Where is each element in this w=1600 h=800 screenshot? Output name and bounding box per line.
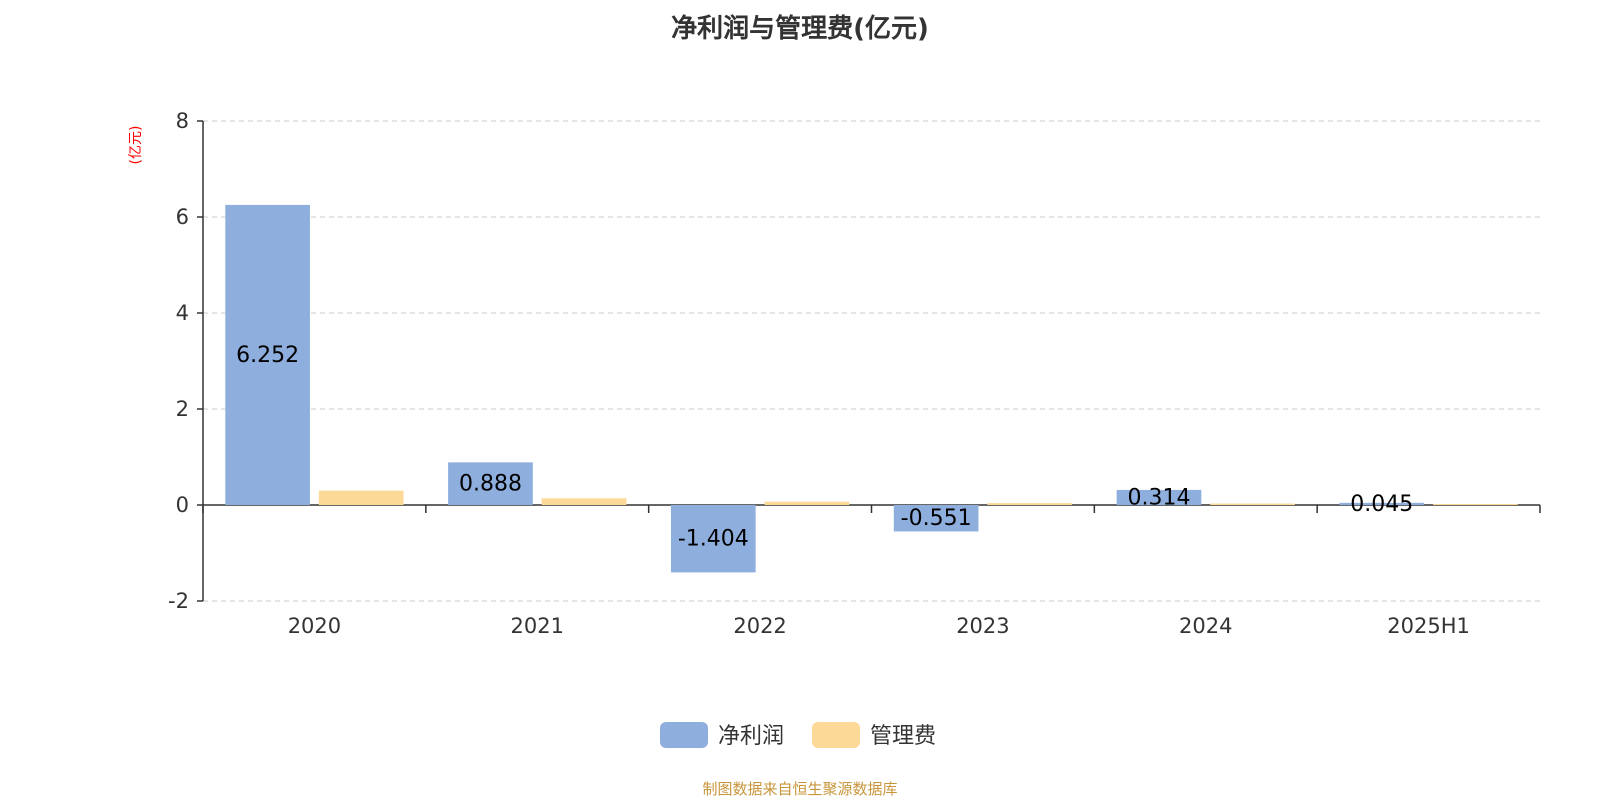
- x-tick-label: 2023: [956, 614, 1009, 638]
- y-axis-label: (亿元): [128, 126, 144, 165]
- net-profit-bar: [1116, 489, 1202, 505]
- net-profit-bar: [448, 462, 533, 505]
- y-tick-label: 8: [176, 109, 189, 133]
- net-profit-data-label: 0.314: [1127, 485, 1190, 510]
- chart-title: 净利润与管理费(亿元): [671, 14, 929, 44]
- x-tick-label: 2020: [288, 614, 341, 638]
- mgmt-fee-bar: [987, 503, 1073, 505]
- net-profit-data-label: 6.252: [236, 343, 299, 368]
- net-profit-bar: [1339, 502, 1425, 505]
- mgmt-fee-legend-swatch: [812, 722, 860, 748]
- x-tick-label: 2022: [733, 614, 786, 638]
- net-profit-legend-swatch: [660, 722, 708, 748]
- mgmt-fee-bar: [1433, 504, 1518, 506]
- x-tick-label: 2025H1: [1387, 614, 1470, 638]
- y-tick-label: 4: [176, 301, 189, 325]
- x-tick-label: 2024: [1179, 614, 1232, 638]
- net-profit-bar: [225, 204, 310, 506]
- net-profit-bar: [670, 505, 756, 573]
- net-profit-bar: [893, 505, 979, 532]
- mgmt-fee-bar: [764, 501, 850, 505]
- net-profit-legend-label: 净利润: [718, 724, 784, 749]
- mgmt-fee-bar: [1210, 503, 1295, 505]
- y-tick-label: 2: [176, 397, 189, 421]
- y-tick-label: -2: [168, 589, 189, 613]
- mgmt-fee-legend-label: 管理费: [870, 724, 936, 749]
- mgmt-fee-bar: [318, 490, 404, 505]
- y-tick-label: 6: [176, 205, 189, 229]
- y-tick-label: 0: [176, 493, 189, 517]
- net-profit-data-label: -1.404: [678, 527, 749, 552]
- net-profit-data-label: 0.045: [1350, 492, 1413, 517]
- data-source-note: 制图数据来自恒生聚源数据库: [702, 780, 898, 798]
- net-profit-data-label: 0.888: [459, 472, 522, 497]
- x-tick-label: 2021: [511, 614, 564, 638]
- mgmt-fee-bar: [541, 498, 627, 505]
- net-profit-data-label: -0.551: [901, 506, 972, 531]
